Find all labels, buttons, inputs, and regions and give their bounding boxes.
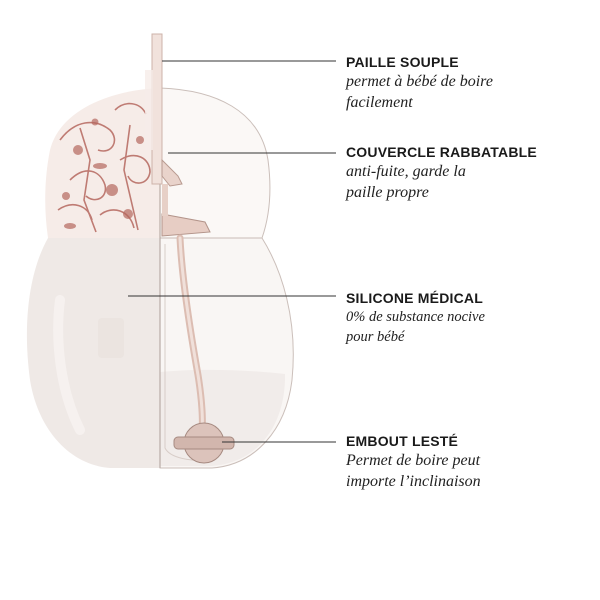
- callout-description: permet à bébé de boire facilement: [346, 73, 493, 111]
- callout-tip: EMBOUT LESTÉ Permet de boire peut import…: [346, 432, 596, 492]
- callout-title: PAILLE SOUPLE: [346, 54, 459, 70]
- callout-title: COUVERCLE RABBATABLE: [346, 144, 537, 160]
- callout-lid: COUVERCLE RABBATABLE anti-fuite, garde l…: [346, 143, 596, 203]
- callout-description: Permet de boire peut importe l’inclinais…: [346, 452, 481, 490]
- callout-description: anti-fuite, garde la paille propre: [346, 163, 466, 201]
- callout-straw: PAILLE SOUPLE permet à bébé de boire fac…: [346, 53, 596, 113]
- callout-description: 0% de substance nocive pour bébé: [346, 309, 485, 345]
- callout-title: SILICONE MÉDICAL: [346, 290, 483, 306]
- floral-lid: [45, 88, 160, 238]
- flexible-straw: [145, 33, 211, 434]
- bottle-body: .: [26, 238, 161, 468]
- weighted-tip: [173, 422, 235, 464]
- callout-title: EMBOUT LESTÉ: [346, 433, 459, 449]
- callout-silicone: SILICONE MÉDICAL 0% de substance nocive …: [346, 289, 596, 347]
- leader-lines: [128, 60, 336, 443]
- embossed-logo-mark: [98, 318, 124, 358]
